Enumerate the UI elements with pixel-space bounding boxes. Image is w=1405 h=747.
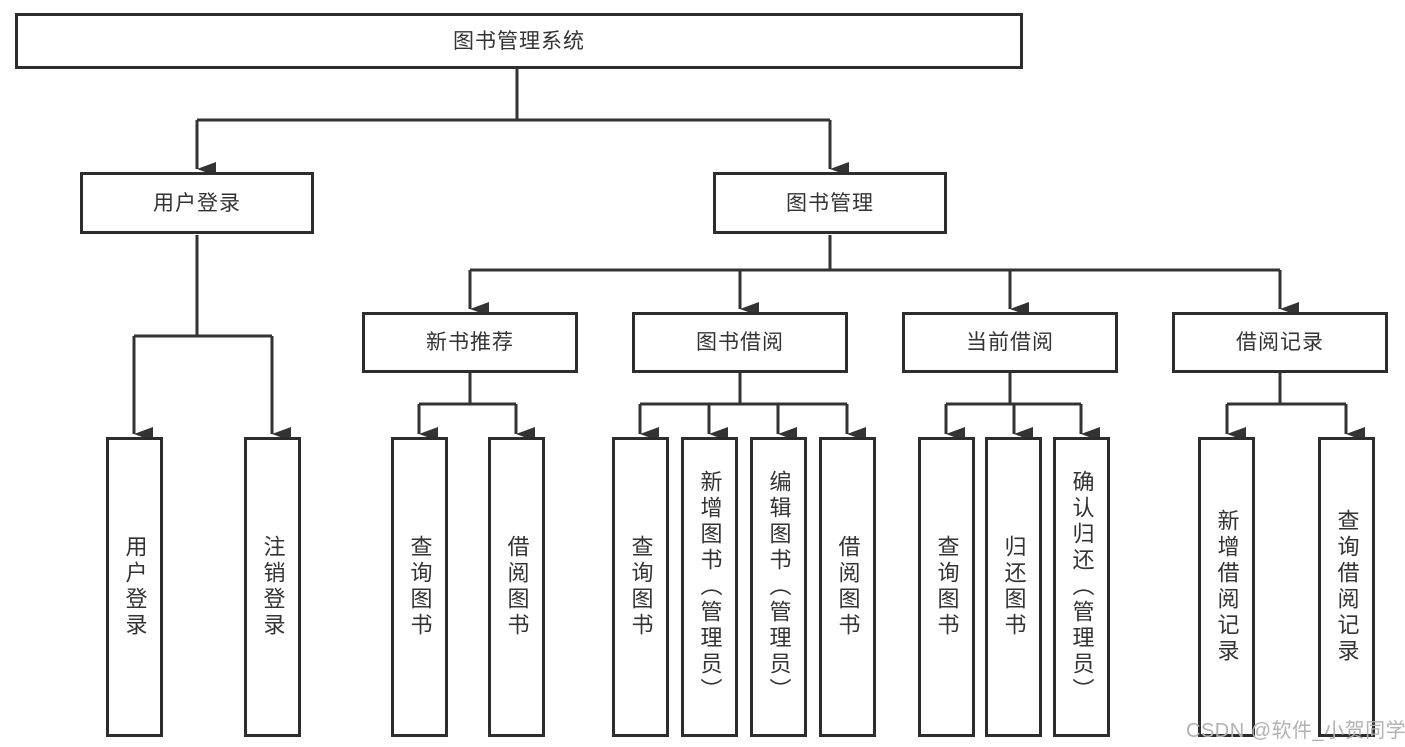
leaf-add-borrow-record: 新增借阅记录 [1198,437,1255,737]
node-book-management-branch: 图书管理 [713,172,947,234]
node-user-login-branch: 用户登录 [80,172,314,234]
leaf-borrow-books-2: 借阅图书 [819,437,876,737]
leaf-logout: 注销登录 [244,437,301,737]
leaf-query-books-2: 查询图书 [612,437,669,737]
leaf-add-books-admin: 新增图书（管理员） [681,437,738,737]
leaf-user-login: 用户登录 [106,437,163,737]
leaf-return-books: 归还图书 [985,437,1042,737]
leaf-query-books-3: 查询图书 [918,437,975,737]
leaf-edit-books-admin: 编辑图书（管理员） [750,437,807,737]
leaf-borrow-books-1: 借阅图书 [488,437,545,737]
leaf-query-books-1: 查询图书 [391,437,448,737]
node-borrowing-records: 借阅记录 [1172,312,1388,373]
node-current-borrowing: 当前借阅 [902,312,1118,373]
csdn-watermark: CSDN @软件_小贺同学 [1186,720,1405,742]
node-book-borrowing: 图书借阅 [632,312,848,373]
leaf-confirm-return-admin: 确认归还（管理员） [1053,437,1110,737]
node-root-system: 图书管理系统 [15,13,1023,69]
node-new-book-recommend: 新书推荐 [362,312,578,373]
leaf-query-borrow-record: 查询借阅记录 [1318,437,1375,737]
